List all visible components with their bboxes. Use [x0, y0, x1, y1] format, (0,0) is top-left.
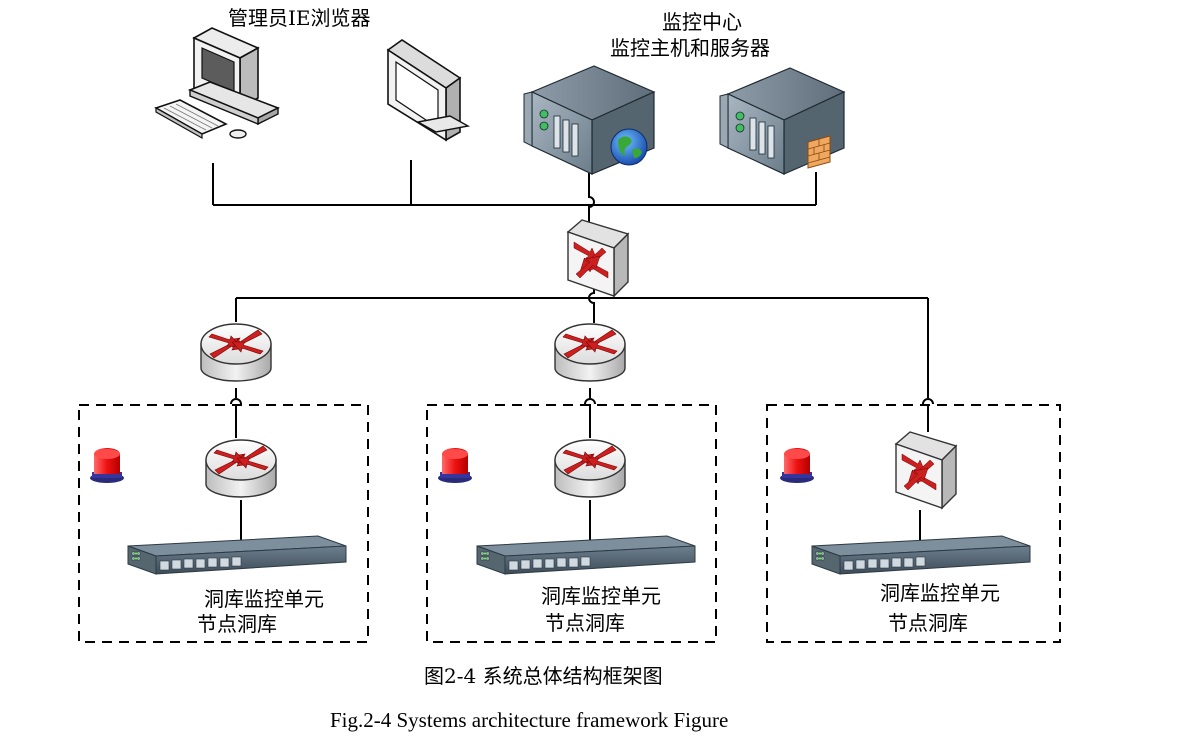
distribution-bus [230, 289, 934, 542]
unit-box-1 [78, 404, 369, 643]
label-node-2: 节点洞库 [545, 611, 625, 635]
rack-unit-icon [127, 535, 347, 575]
router-icon [200, 323, 272, 382]
alarm-light-icon [438, 448, 472, 483]
switch-icon [895, 431, 957, 509]
unit-box-3 [766, 404, 1061, 643]
label-admin-browser: 管理员IE浏览器 [228, 6, 371, 30]
top-bus [212, 160, 817, 222]
web-server-icon [523, 65, 656, 175]
router-icon [205, 439, 277, 498]
label-monitor-center: 监控中心 [662, 10, 742, 34]
rack-unit-icon [811, 535, 1031, 575]
router-icon [554, 323, 626, 382]
label-unit-2: 洞库监控单元 [541, 584, 661, 608]
pc-icon [154, 27, 280, 140]
alarm-light-icon [90, 448, 124, 483]
core-switch-icon [567, 219, 629, 297]
figure-caption-cn: 图2-4 系统总体结构框架图 [424, 664, 663, 688]
figure-caption-en: Fig.2-4 Systems architecture framework F… [330, 708, 729, 732]
alarm-light-icon [780, 448, 814, 483]
label-monitor-host: 监控主机和服务器 [610, 36, 770, 60]
rack-unit-icon [476, 535, 696, 575]
unit-box-2 [426, 404, 717, 643]
label-node-3: 节点洞库 [888, 611, 968, 635]
firewall-server-icon [719, 67, 846, 175]
label-node-1: 节点洞库 [197, 612, 277, 636]
label-unit-3: 洞库监控单元 [880, 581, 1000, 605]
monitor-icon [386, 39, 471, 142]
label-unit-1: 洞库监控单元 [204, 587, 324, 611]
router-icon [554, 439, 626, 498]
